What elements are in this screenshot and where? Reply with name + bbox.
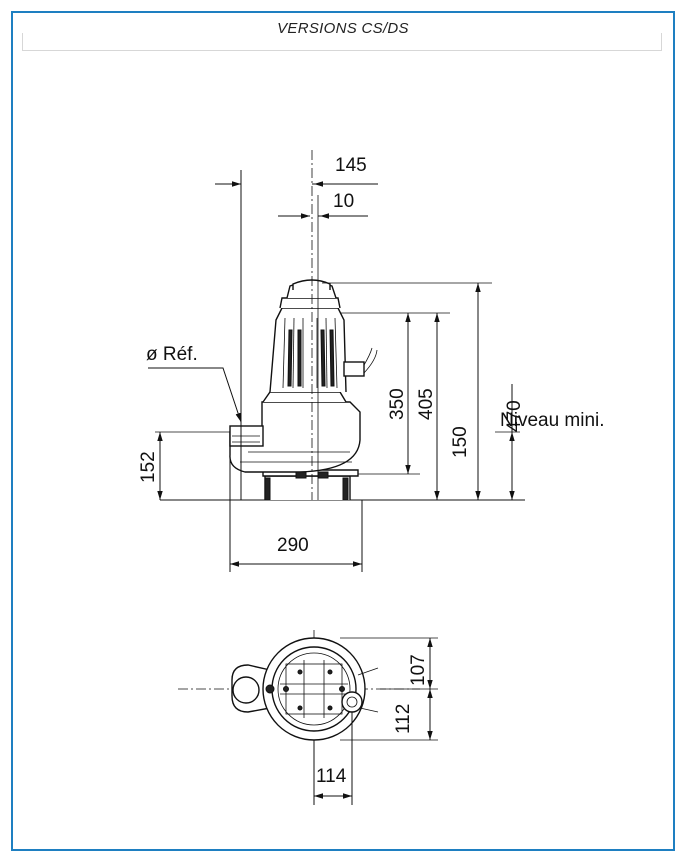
cable-gland [343,361,365,377]
dim-150: 150 [450,426,471,458]
dim-152: 152 [138,451,159,483]
pump-foot [264,475,351,500]
dim-290: 290 [277,535,309,556]
dim-112: 112 [393,704,414,734]
niveau-mini-label: Niveau mini. [500,410,605,431]
dim-470: 470 [504,400,525,432]
page-title: VERSIONS CS/DS [277,20,409,37]
side-view-drawing: 145 10 ø Réf. 350 405 150 470 Niveau min… [138,150,605,572]
dim-107: 107 [408,654,429,686]
motor-lower-ring [262,391,347,403]
header-bar [22,33,662,51]
pump-volute [229,401,361,473]
dim-405: 405 [416,388,437,420]
dim-145: 145 [335,155,367,176]
dim-350: 350 [387,388,408,420]
dim-114: 114 [316,766,347,787]
motor-casing [269,307,347,393]
motor-top [279,297,341,309]
top-cable-gland [341,691,363,713]
top-view-drawing: 107 112 114 [178,630,438,805]
lifting-handle [292,279,331,290]
dim-10: 10 [333,191,354,212]
ref-label: ø Réf. [146,344,198,365]
